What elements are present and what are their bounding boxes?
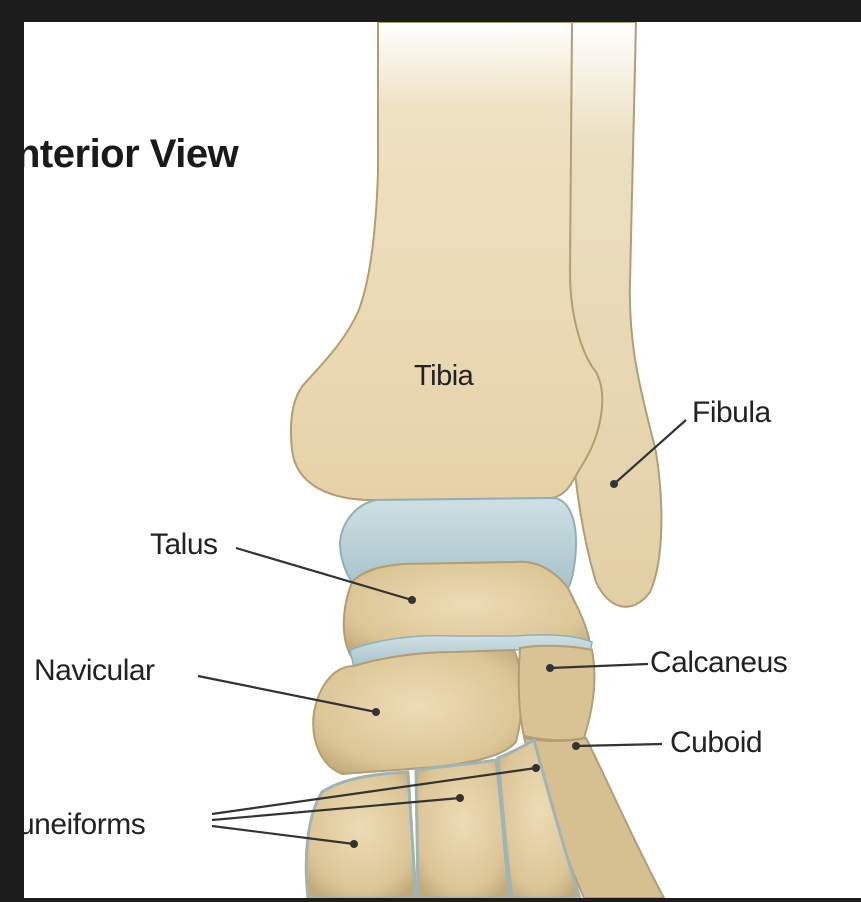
label-fibula: Fibula <box>692 396 771 430</box>
fibula-bone <box>567 22 661 607</box>
label-calcaneus: Calcaneus <box>650 646 787 680</box>
label-navicular: Navicular <box>34 654 155 688</box>
calcaneus-bone <box>519 646 595 740</box>
diagram-panel: nterior View Tibia Fibula Talus Navicula… <box>24 22 861 898</box>
cuneiform-intermediate <box>416 760 510 898</box>
label-cuneiforms: uneiforms <box>24 808 145 842</box>
tibia-bone <box>291 22 602 500</box>
cuneiform-medial <box>306 772 416 898</box>
view-title: nterior View <box>24 132 238 177</box>
label-cuboid: Cuboid <box>670 726 762 760</box>
label-tibia: Tibia <box>414 360 473 393</box>
navicular-bone <box>313 650 522 774</box>
label-talus: Talus <box>150 528 218 562</box>
